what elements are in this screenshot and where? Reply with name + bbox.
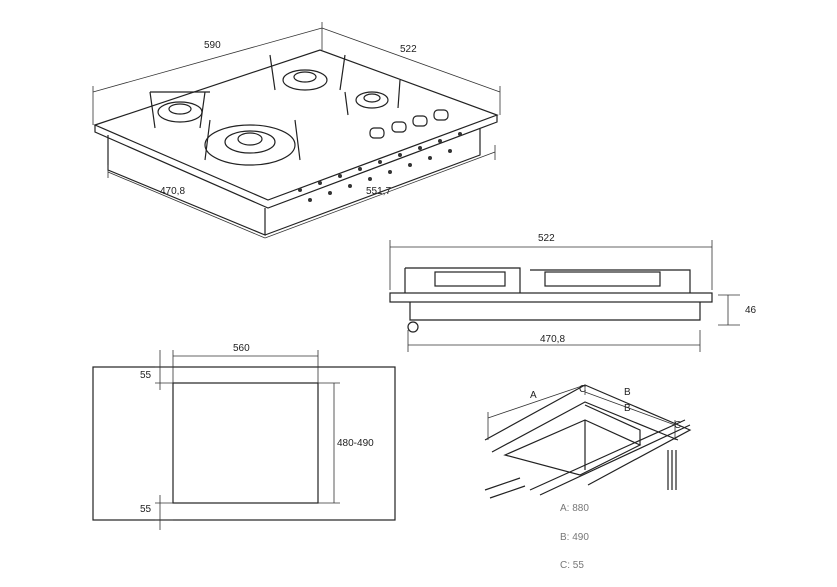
burner-large (204, 124, 296, 166)
dim-522-side: 522 (538, 233, 555, 244)
hob-dimension-lines (92, 22, 501, 239)
label-a: A (530, 390, 537, 401)
pan-supports (149, 54, 401, 161)
label-c-1: C (579, 384, 587, 395)
label-b-1: B (624, 387, 631, 398)
dim-470-8-top: 470,8 (160, 186, 186, 197)
dim-551-7: 551,7 (366, 186, 392, 197)
hob-isometric (93, 49, 499, 236)
dim-55-bottom: 55 (140, 504, 152, 515)
installation-isometric (484, 384, 692, 499)
cutout-plan (92, 366, 396, 521)
dim-480-490: 480-490 (337, 438, 374, 449)
legend-b: B: 490 (560, 532, 589, 543)
dim-522-top: 522 (400, 44, 417, 55)
legend-a: A: 880 (560, 503, 589, 514)
burner-left (157, 101, 203, 123)
burner-back (282, 69, 328, 91)
vent-holes (298, 132, 462, 202)
dim-560: 560 (233, 343, 250, 354)
dim-470-8-side: 470,8 (540, 334, 566, 345)
dim-46: 46 (745, 305, 757, 316)
label-c-2: C (674, 420, 682, 431)
knobs (369, 109, 449, 139)
cutout-dimension-lines (155, 350, 340, 530)
side-dimension-lines (389, 240, 740, 352)
dim-590: 590 (204, 40, 221, 51)
burner-right (355, 91, 389, 109)
dim-55-top: 55 (140, 370, 152, 381)
hob-side-view (389, 267, 713, 333)
legend-c: C: 55 (560, 560, 584, 571)
label-b-2: B (624, 403, 631, 414)
